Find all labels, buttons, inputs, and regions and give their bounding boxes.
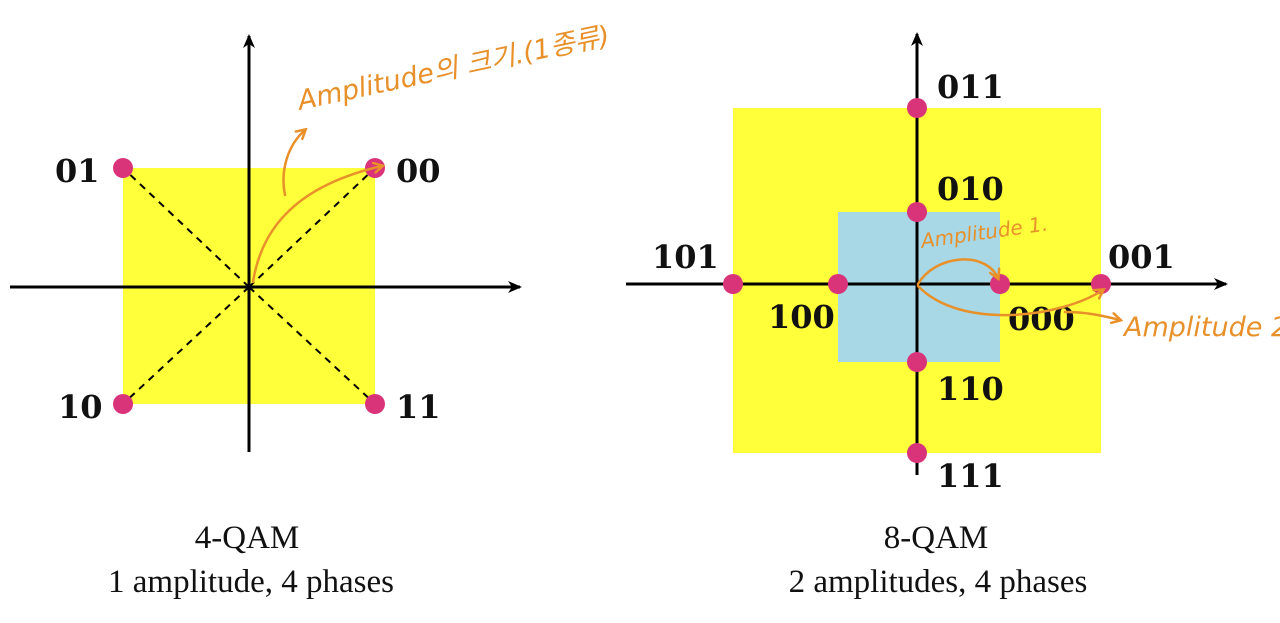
qam4-annotation-text: Amplitude의 크기.(1종류) <box>293 20 612 117</box>
qam8-annotation-amplitude-2: Amplitude 2. <box>1122 312 1280 343</box>
qam8-point-011 <box>907 98 927 118</box>
qam8-label-010: 010 <box>937 170 1004 208</box>
qam8-label-101: 101 <box>652 238 719 276</box>
qam4-point-11 <box>365 394 385 414</box>
qam8-point-110 <box>907 352 927 372</box>
qam4-point-01 <box>113 158 133 178</box>
qam4-phase-lines <box>122 167 376 405</box>
qam4-dashed-line-10 <box>122 286 250 405</box>
qam8-annotation-arrow-3 <box>1063 310 1120 320</box>
qam8-annotation-arrow-2 <box>916 284 1103 317</box>
qam4-diagram: 01 00 10 11 Amplitude의 크기.(1종류) 4-QAM 1 … <box>10 20 612 600</box>
qam8-point-010 <box>907 202 927 222</box>
qam8-label-100: 100 <box>768 298 835 336</box>
qam4-caption-subtitle: 1 amplitude, 4 phases <box>108 564 394 600</box>
qam4-label-01: 01 <box>55 152 100 190</box>
qam4-annotation-arrow-amplitude <box>251 166 382 284</box>
qam8-label-001: 001 <box>1108 238 1175 276</box>
qam8-label-110: 110 <box>937 370 1004 408</box>
qam4-label-10: 10 <box>58 388 103 426</box>
qam8-label-011: 011 <box>937 68 1004 106</box>
qam8-point-111 <box>907 443 927 463</box>
qam8-point-100 <box>828 274 848 294</box>
qam4-label-00: 00 <box>396 152 441 190</box>
qam4-dashed-line-01 <box>122 167 250 288</box>
qam4-annotation-arrow-up <box>282 130 305 197</box>
qam4-dashed-line-11 <box>248 286 376 405</box>
qam8-point-101 <box>723 274 743 294</box>
qam4-caption-title: 4-QAM <box>195 520 300 556</box>
qam8-annotation-arrow-1 <box>916 258 998 286</box>
qam8-caption-subtitle: 2 amplitudes, 4 phases <box>789 564 1088 600</box>
qam4-label-11: 11 <box>396 388 441 426</box>
qam4-point-10 <box>113 394 133 414</box>
qam8-caption-title: 8-QAM <box>884 520 989 556</box>
qam4-dashed-line-00 <box>248 167 376 288</box>
qam8-label-111: 111 <box>937 457 1004 495</box>
qam8-diagram: 011 010 101 001 100 000 110 111 Amplitud… <box>626 32 1280 600</box>
qam8-point-000 <box>990 274 1010 294</box>
